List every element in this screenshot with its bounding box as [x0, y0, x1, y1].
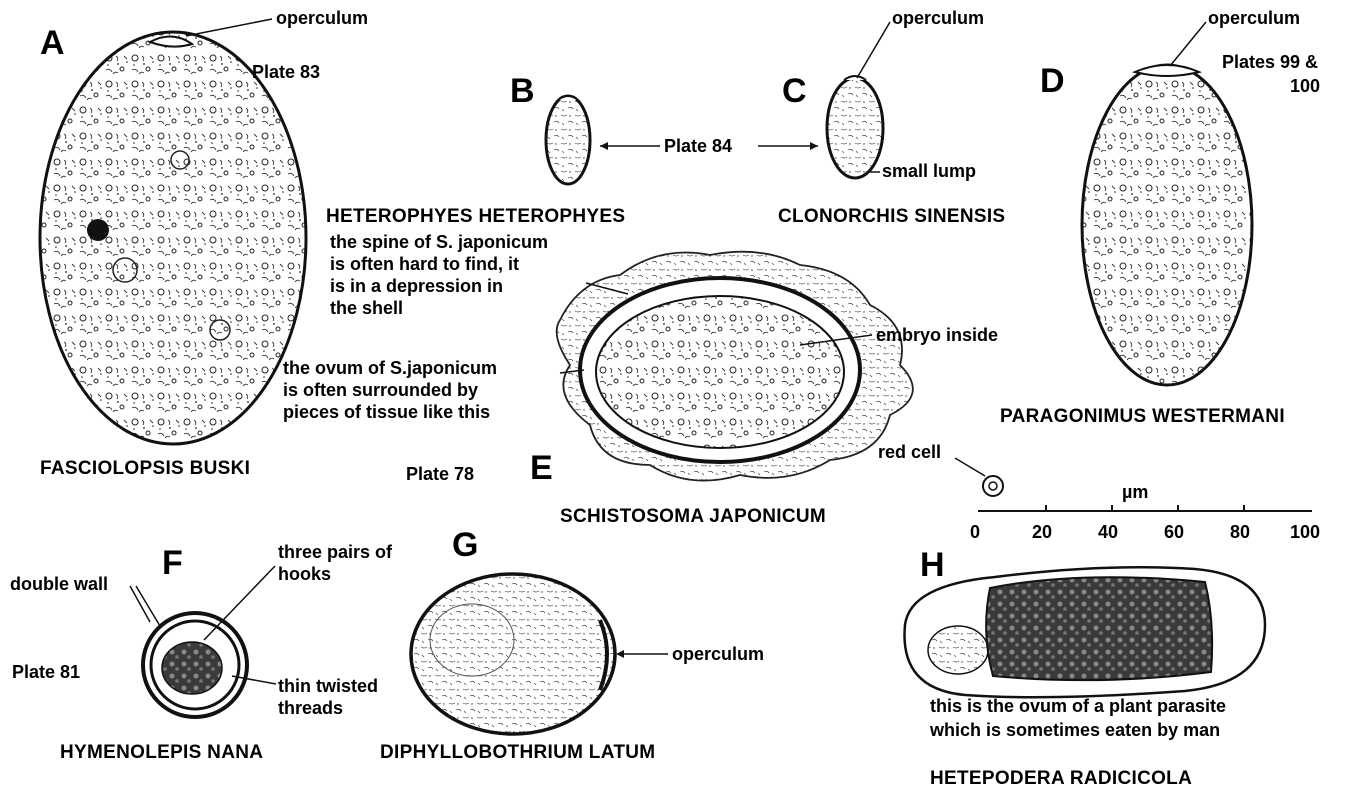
label-operculum-g: operculum [672, 644, 764, 665]
species-name-g: DIPHYLLOBOTHRIUM LATUM [380, 742, 655, 763]
label-operculum-d: operculum [1208, 8, 1300, 29]
label-embryo-inside: embryo inside [876, 325, 998, 346]
panel-letter-a: A [40, 26, 65, 60]
species-name-b: HETEROPHYES HETEROPHYES [326, 206, 625, 227]
scale-tick-20: 20 [1032, 522, 1052, 543]
panel-letter-c: C [782, 74, 807, 108]
scale-tick-80: 80 [1230, 522, 1250, 543]
egg-diphyllobothrium [411, 574, 668, 734]
egg-hymenolepis [130, 566, 276, 717]
species-name-a: FASCIOLOPSIS BUSKI [40, 458, 250, 479]
label-operculum-a: operculum [276, 8, 368, 29]
panel-letter-f: F [162, 546, 183, 580]
species-name-f: HYMENOLEPIS NANA [60, 742, 263, 763]
scale-tick-40: 40 [1098, 522, 1118, 543]
note-spine-line-4: the shell [330, 298, 403, 319]
scale-tick-0: 0 [970, 522, 980, 543]
label-red-cell: red cell [878, 442, 941, 463]
panel-letter-d: D [1040, 64, 1065, 98]
scale-tick-100: 100 [1290, 522, 1320, 543]
species-name-c: CLONORCHIS SINENSIS [778, 206, 1005, 227]
note-plant-parasite-line-1: this is the ovum of a plant parasite [930, 696, 1226, 717]
species-name-h: HETEPODERA RADICICOLA [930, 768, 1192, 789]
scale-tick-60: 60 [1164, 522, 1184, 543]
note-spine-line-2: is often hard to find, it [330, 254, 519, 275]
label-hooks-line-2: hooks [278, 564, 331, 585]
label-plate-d-2: 100 [1290, 76, 1320, 97]
label-double-wall: double wall [10, 574, 108, 595]
egg-schistosoma [557, 252, 913, 481]
label-threads-line-1: thin twisted [278, 676, 378, 697]
label-plate-e: Plate 78 [406, 464, 474, 485]
egg-clonorchis [758, 22, 890, 178]
note-tissue-line-3: pieces of tissue like this [283, 402, 490, 423]
panel-letter-b: B [510, 74, 535, 108]
note-spine-line-1: the spine of S. japonicum [330, 232, 548, 253]
label-operculum-c: operculum [892, 8, 984, 29]
note-plant-parasite-line-2: which is sometimes eaten by man [930, 720, 1220, 741]
panel-letter-g: G [452, 528, 478, 562]
scale-unit: µm [1122, 482, 1148, 503]
panel-letter-h: H [920, 548, 945, 582]
species-name-d: PARAGONIMUS WESTERMANI [1000, 406, 1285, 427]
egg-paragonimus [1082, 22, 1252, 385]
label-hooks-line-1: three pairs of [278, 542, 392, 563]
label-small-lump: small lump [882, 161, 976, 182]
egg-heterophyes [546, 96, 660, 184]
note-tissue-line-1: the ovum of S.japonicum [283, 358, 497, 379]
species-name-e: SCHISTOSOMA JAPONICUM [560, 506, 826, 527]
panel-letter-e: E [530, 451, 553, 485]
egg-hetepodera [905, 567, 1266, 697]
label-plate-a: Plate 83 [252, 62, 320, 83]
label-plate-d-1: Plates 99 & [1222, 52, 1318, 73]
label-plate-bc: Plate 84 [664, 136, 732, 157]
note-tissue-line-2: is often surrounded by [283, 380, 478, 401]
label-plate-f: Plate 81 [12, 662, 80, 683]
note-spine-line-3: is in a depression in [330, 276, 503, 297]
label-threads-line-2: threads [278, 698, 343, 719]
